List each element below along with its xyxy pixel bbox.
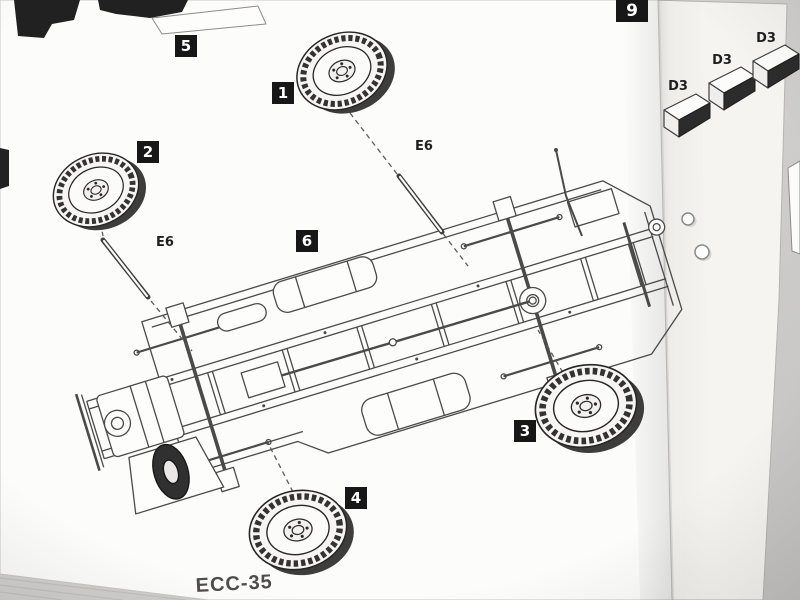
callout-3-label: 3 xyxy=(520,422,530,440)
axle-e6-left-label: E6 xyxy=(156,235,174,250)
model-code-text: ECC-35 xyxy=(195,571,273,597)
washer-part-1 xyxy=(681,212,695,226)
step-5-label: 5 xyxy=(181,37,191,55)
step-6-label: 6 xyxy=(302,232,312,250)
callout-1-label: 1 xyxy=(278,84,288,102)
bracket-d3-label-2: D3 xyxy=(712,53,732,68)
page-edge-mark xyxy=(0,148,9,189)
bracket-d3-label-3: D3 xyxy=(756,31,776,46)
bracket-d3-label-1: D3 xyxy=(668,79,688,94)
callout-2-label: 2 xyxy=(143,143,153,161)
axle-e6-top-label: E6 xyxy=(415,139,433,154)
washer-part-2 xyxy=(694,244,710,260)
step-9-label: 9 xyxy=(626,1,638,21)
callout-4-label: 4 xyxy=(351,489,361,507)
